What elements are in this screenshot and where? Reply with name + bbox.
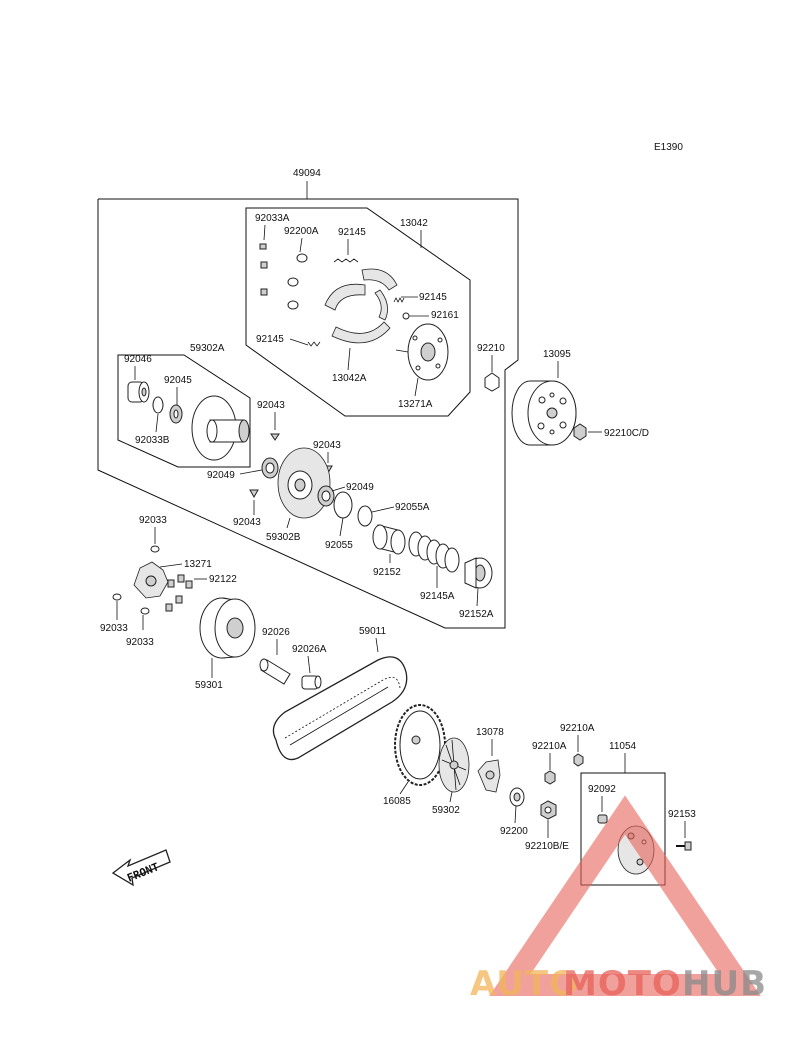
clutch-shoes-13042	[324, 268, 398, 344]
label-92200A: 92200A	[284, 226, 319, 237]
label-92055A: 92055A	[395, 502, 430, 513]
oring-92055	[333, 491, 353, 519]
driven-face-59302B	[277, 447, 331, 519]
label-59011: 59011	[359, 626, 387, 637]
nut-92210CD	[573, 423, 587, 441]
label-49094: 49094	[293, 168, 321, 179]
bolt-92153	[676, 841, 692, 851]
drive-plate-13271A	[395, 323, 449, 381]
collar-92152A	[464, 557, 493, 589]
oring-92055A	[357, 505, 373, 527]
nut-92210A-b	[544, 770, 556, 785]
drive-face-59301	[199, 597, 256, 659]
watermark-logo	[489, 795, 761, 996]
label-92210: 92210	[477, 343, 505, 354]
label-13095: 13095	[543, 349, 571, 360]
label-92046: 92046	[124, 354, 152, 365]
driven-face-59302A	[191, 395, 250, 461]
label-59301: 59301	[195, 680, 223, 691]
clutch-housing-13095	[511, 380, 577, 446]
label-59302B: 59302B	[266, 532, 301, 543]
rollers-92122	[165, 574, 193, 612]
watermark-triangle-icon	[489, 795, 761, 996]
label-92033A: 92033A	[255, 213, 290, 224]
spring-92145-left	[307, 341, 321, 347]
spring-92145-top	[333, 258, 359, 263]
washer-92161	[402, 312, 410, 320]
watermark-hub: HUB	[682, 964, 767, 1004]
bearing-92045	[169, 404, 183, 424]
label-92045: 92045	[164, 375, 192, 386]
label-92210A-b: 92210A	[532, 741, 567, 752]
pin-parts-92033A	[259, 243, 308, 310]
label-13078: 13078	[476, 727, 504, 738]
assembly-box-49094	[97, 198, 519, 629]
label-92145-left: 92145	[256, 334, 284, 345]
label-92055: 92055	[325, 540, 353, 551]
label-11054: 11054	[609, 741, 637, 752]
front-arrow-icon: FRONT	[111, 849, 171, 887]
label-59302: 59302	[432, 805, 460, 816]
label-92161: 92161	[431, 310, 459, 321]
bearing-92046	[127, 381, 150, 403]
label-13042: 13042	[400, 218, 428, 229]
label-92200: 92200	[500, 826, 528, 837]
nut-92210A-a	[573, 753, 584, 767]
diagram-code: E1390	[654, 142, 683, 153]
clip-92033-bottom	[140, 607, 150, 615]
label-92043-c: 92043	[233, 517, 261, 528]
gear-16085	[394, 704, 446, 786]
label-92210CD: 92210C/D	[604, 428, 649, 439]
label-13271A: 13271A	[398, 399, 433, 410]
label-92026: 92026	[262, 627, 290, 638]
label-92049-b: 92049	[346, 482, 374, 493]
label-92210BE: 92210B/E	[525, 841, 569, 852]
label-92152A: 92152A	[459, 609, 494, 620]
label-59302A: 59302A	[190, 343, 225, 354]
watermark-text: AUTO MOTO HUB	[470, 964, 767, 1004]
watermark-moto: MOTO	[563, 964, 682, 1004]
label-92145A: 92145A	[420, 591, 455, 602]
sleeve-92026A	[301, 675, 322, 690]
label-92043-a: 92043	[257, 400, 285, 411]
label-92033-bottom: 92033	[126, 637, 154, 648]
spring-92145-mid	[393, 297, 405, 303]
label-92210A-a: 92210A	[560, 723, 595, 734]
label-92152: 92152	[373, 567, 401, 578]
ramp-plate-13271	[133, 561, 169, 599]
label-92145-top: 92145	[338, 227, 366, 238]
label-92026A: 92026A	[292, 644, 327, 655]
label-92122: 92122	[209, 574, 237, 585]
sub-box-11054	[580, 772, 666, 886]
label-92033-left: 92033	[100, 623, 128, 634]
label-16085: 16085	[383, 796, 411, 807]
fixed-face-59302	[438, 737, 470, 793]
sleeve-92026	[259, 658, 291, 685]
watermark-auto: AUTO	[470, 964, 579, 1004]
clip-92033-top	[150, 545, 160, 553]
label-92092: 92092	[588, 784, 616, 795]
collar-92152	[372, 524, 406, 555]
nut-92210	[484, 372, 500, 392]
clip-92033-left	[112, 593, 122, 601]
label-13042A: 13042A	[332, 373, 367, 384]
label-92033-top: 92033	[139, 515, 167, 526]
label-92153: 92153	[668, 809, 696, 820]
pin-92043-a	[270, 433, 280, 441]
plate-13078	[477, 759, 501, 793]
label-92145-mid: 92145	[419, 292, 447, 303]
drive-belt-59011	[272, 656, 408, 761]
label-92033B: 92033B	[135, 435, 170, 446]
label-92043-b: 92043	[313, 440, 341, 451]
seal-92033B	[152, 396, 164, 414]
springs-92145A	[408, 531, 460, 573]
label-13271: 13271	[184, 559, 212, 570]
pin-92043-c	[249, 489, 259, 499]
label-92049-a: 92049	[207, 470, 235, 481]
sub-box-13042	[245, 207, 471, 417]
sub-box-59302A	[117, 354, 251, 468]
